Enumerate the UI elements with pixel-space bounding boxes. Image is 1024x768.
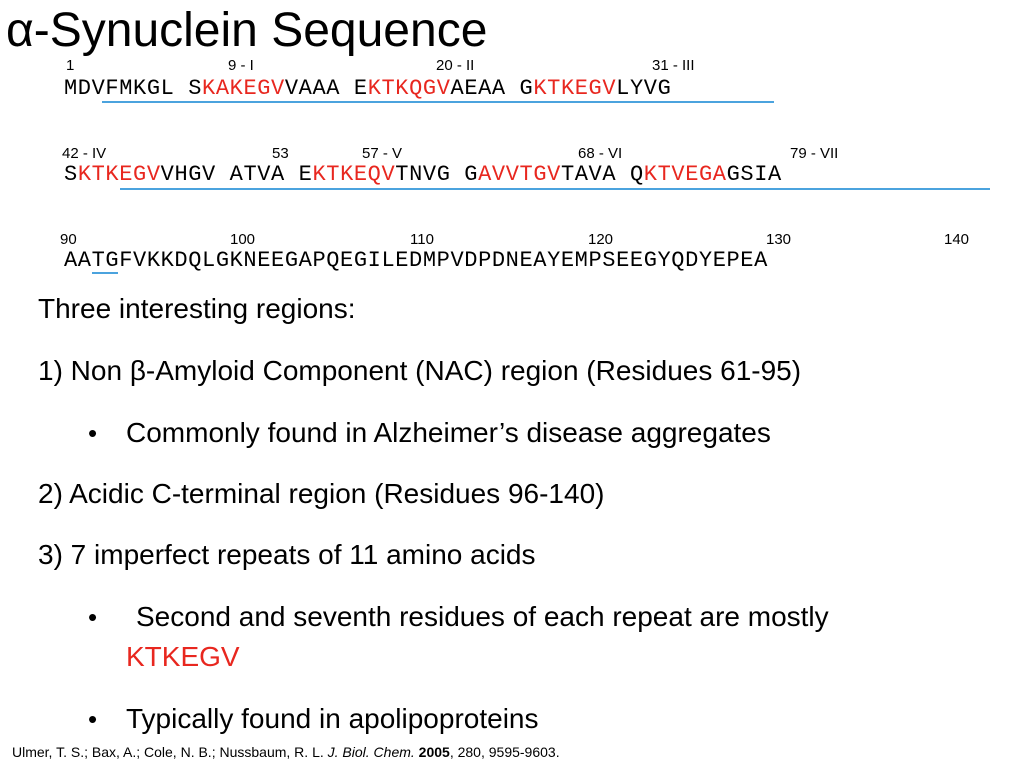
citation-year: 2005 (418, 744, 450, 760)
sequence-segment: AATGFVKKDQLGKNEEGAPQEGILEDMPVDPDNEAYEMPS… (64, 248, 768, 273)
repeat-motif: KTVEGA (643, 162, 727, 187)
region-1: 1) Non β-Amyloid Component (NAC) region … (38, 355, 802, 386)
position-label: 53 (272, 145, 289, 162)
position-label: 140 (944, 231, 970, 248)
citation-journal: J. Biol. Chem. (327, 744, 415, 760)
intro-text: Three interesting regions: (38, 293, 356, 324)
citation-rest: , 280, 9595-9603. (449, 744, 560, 760)
bullet: • (88, 418, 98, 448)
sequence-segment: TNVG G (395, 162, 479, 187)
highlight-motif: KTKEGV (126, 641, 240, 672)
bullet: • (88, 704, 98, 734)
sequence-segment: VHGV ATVA E (160, 162, 313, 187)
repeat-underline (102, 101, 774, 103)
sequence-block: 1 9 - I 20 - II 31 - III MDVFMKGL SKAKEG… (0, 0, 1024, 280)
position-label: 110 (410, 231, 434, 248)
sequence-segment: S (64, 162, 78, 187)
position-label: 90 (60, 231, 77, 248)
sequence-segment: TAVA Q (560, 162, 644, 187)
position-label: 79 - VII (790, 145, 839, 162)
position-label: 9 - I (228, 57, 254, 74)
position-label: 20 - II (436, 57, 475, 74)
region-3: 3) 7 imperfect repeats of 11 amino acids (38, 539, 536, 570)
sequence-segment: VAAA E (284, 76, 368, 101)
sequence-segment: AEAA G (450, 76, 534, 101)
citation-authors: Ulmer, T. S.; Bax, A.; Cole, N. B.; Nuss… (12, 744, 328, 760)
repeat-underline (120, 188, 990, 190)
position-label: 1 (66, 57, 75, 74)
repeat-motif: KAKEGV (202, 76, 285, 101)
slide-title: α-Synuclein Sequence (6, 4, 488, 57)
region-3-detail-1: Second and seventh residues of each repe… (136, 601, 829, 632)
sequence-segment: MDVFMKGL S (64, 76, 203, 101)
citation: Ulmer, T. S.; Bax, A.; Cole, N. B.; Nuss… (12, 743, 560, 761)
bullet: • (88, 602, 98, 632)
sequence-row-1: MDVFMKGL SKAKEGVVAAA EKTKQGVAEAA GKTKEGV… (64, 76, 671, 102)
position-label: 31 - III (652, 57, 695, 74)
region-3-detail-2: Typically found in apolipoproteins (126, 703, 539, 734)
position-label: 100 (230, 231, 256, 248)
sequence-row-3: AATGFVKKDQLGKNEEGAPQEGILEDMPVDPDNEAYEMPS… (64, 248, 768, 274)
sequence-segment: GSIA (726, 162, 782, 187)
region-1-detail: Commonly found in Alzheimer’s disease ag… (126, 417, 771, 448)
repeat-motif: KTKEGV (533, 76, 617, 101)
position-label: 57 - V (362, 145, 403, 162)
repeat-underline (92, 272, 118, 274)
repeat-motif: KTKEQV (312, 162, 396, 187)
sequence-segment: LYVG (616, 76, 672, 101)
repeat-motif: AVVTGV (478, 162, 561, 187)
region-2: 2) Acidic C-terminal region (Residues 96… (38, 478, 605, 509)
repeat-motif: KTKEGV (77, 162, 161, 187)
position-label: 68 - VI (578, 145, 623, 162)
position-label: 120 (588, 231, 614, 248)
sequence-row-2: SKTKEGVVHGV ATVA EKTKEQVTNVG GAVVTGVTAVA… (64, 162, 782, 188)
position-label: 42 - IV (62, 145, 107, 162)
position-label: 130 (766, 231, 792, 248)
repeat-motif: KTKQGV (367, 76, 451, 101)
